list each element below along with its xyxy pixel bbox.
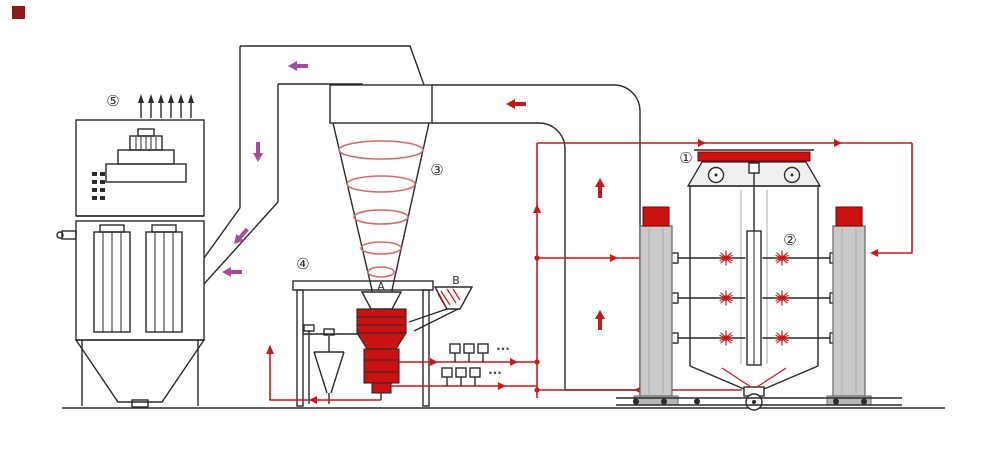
label-unit1: ① xyxy=(679,149,692,167)
recycle-line-left xyxy=(266,345,381,404)
valve-row-lower xyxy=(441,367,481,386)
label-point-b: B xyxy=(452,274,460,287)
base-rails xyxy=(616,397,902,406)
suction-duct xyxy=(432,84,641,396)
exhaust-arrows-icon xyxy=(138,94,194,118)
label-unit5: ⑤ xyxy=(106,92,119,110)
separator-stand xyxy=(292,280,434,407)
spray-burst-icon xyxy=(774,250,790,266)
airflow-arrow-left-icon xyxy=(288,61,308,71)
louver-vents xyxy=(92,172,105,200)
spray-burst-icon xyxy=(718,250,734,266)
tower-right-cap xyxy=(835,206,863,227)
ellipsis-upper: ··· xyxy=(496,342,510,356)
label-unit4: ④ xyxy=(296,255,309,273)
feed-hopper-b xyxy=(408,286,474,332)
chamber-hopper xyxy=(689,365,819,411)
dust-collector xyxy=(56,94,206,408)
cyclone-vortex-icon xyxy=(338,140,424,278)
exhaust-duct xyxy=(203,45,425,285)
label-point-a: A xyxy=(377,280,385,293)
airflow-arrow-down-icon xyxy=(253,142,263,162)
tower-left xyxy=(633,206,679,406)
tower-left-cap xyxy=(642,206,670,227)
spray-burst-icon xyxy=(774,330,790,346)
spray-burst-icon xyxy=(774,290,790,306)
collector-outlet xyxy=(131,399,149,408)
fan-motor xyxy=(105,128,187,183)
duct-flow-arrow-up2-icon xyxy=(595,310,605,330)
label-unit2: ② xyxy=(783,231,796,249)
separator-machine xyxy=(356,291,407,400)
tower-right xyxy=(826,206,872,406)
cyclone-separator xyxy=(329,84,433,299)
airflow-arrow-inlet-icon xyxy=(222,267,242,277)
valve-manifold: ··· ··· xyxy=(391,342,537,390)
hoist-rail xyxy=(697,151,811,162)
collector-hopper xyxy=(74,339,206,403)
label-unit3: ③ xyxy=(430,161,443,179)
abrasive-circuit xyxy=(533,139,913,398)
collector-fan-housing xyxy=(75,119,205,217)
duct-flow-arrow-left-icon xyxy=(506,99,526,109)
cyclone-inlet-box xyxy=(329,84,433,124)
spray-burst-icon xyxy=(718,330,734,346)
valve-row-upper xyxy=(449,343,489,362)
corner-mark xyxy=(12,6,25,19)
blast-chamber xyxy=(616,149,902,411)
filter-housing xyxy=(75,220,205,341)
sample-funnel xyxy=(303,324,345,404)
spray-burst-icon xyxy=(718,290,734,306)
filter-bags xyxy=(93,224,183,333)
side-nozzle xyxy=(56,230,77,240)
duct-flow-arrow-up-icon xyxy=(595,178,605,198)
labels: ⑤ ③ ④ ① ② A B xyxy=(106,92,796,293)
ellipsis-lower: ··· xyxy=(488,366,502,380)
